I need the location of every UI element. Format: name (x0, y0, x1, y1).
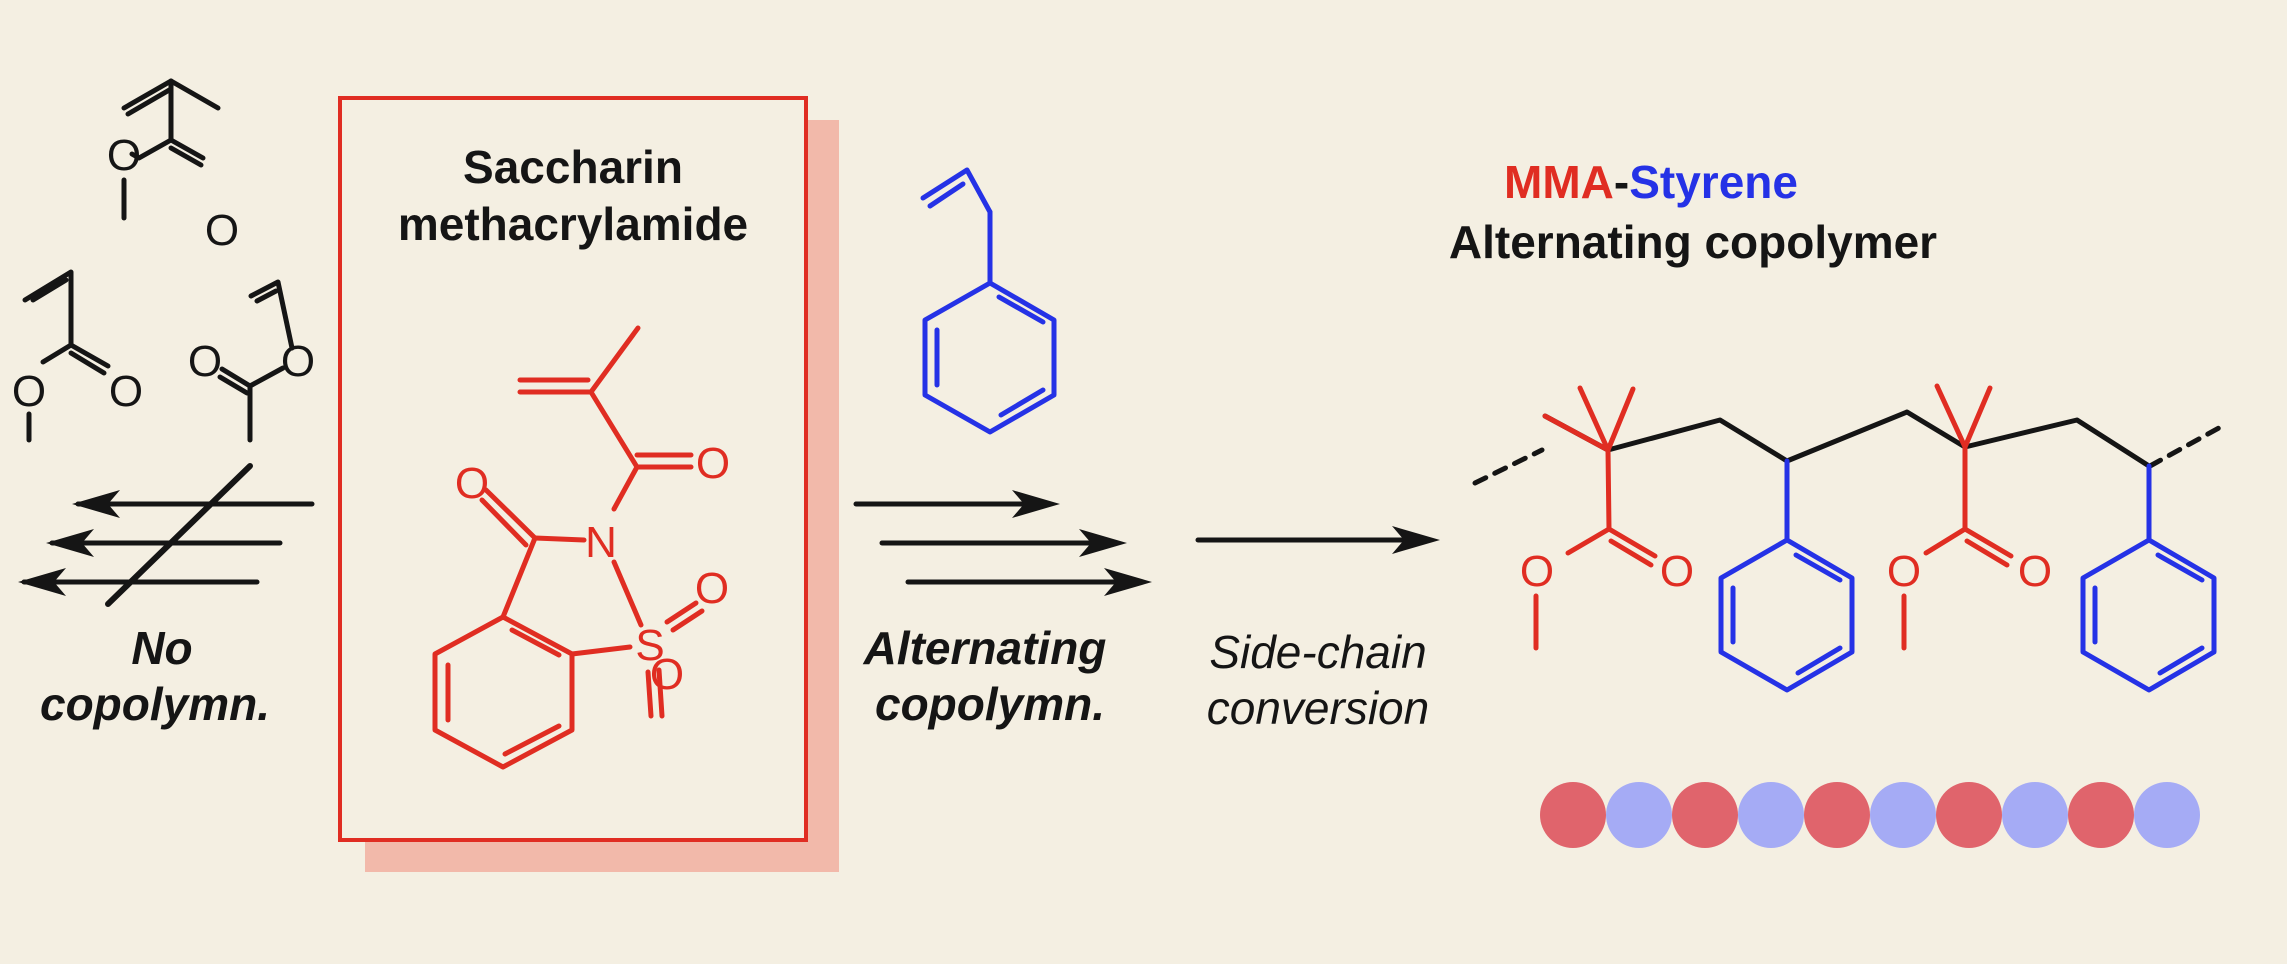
nitrogen-atom: N (585, 518, 617, 567)
mma-bead (2068, 782, 2134, 848)
alternating-copolymerization-label: Alternating (863, 622, 1107, 674)
mma-label: MMA (1504, 156, 1614, 208)
styrene-bead (2002, 782, 2068, 848)
blocked-reaction-arrows (18, 463, 315, 607)
oxygen-atom: O (695, 564, 729, 613)
oxygen-atom: O (1887, 547, 1921, 596)
box-title: methacrylamide (398, 198, 748, 250)
styrene-label: Styrene (1629, 156, 1798, 208)
arrowhead (1079, 529, 1127, 557)
oxygen-atom: O (12, 367, 46, 416)
product-title: Alternating copolymer (1449, 216, 1937, 268)
vinyl-acetate-structure: O O (188, 279, 315, 443)
no-copolymerization-label: No (131, 622, 192, 674)
title-dash: - (1614, 156, 1629, 208)
arrowhead (1012, 490, 1060, 518)
styrene-bead (1738, 782, 1804, 848)
oxygen-atom: O (281, 337, 315, 386)
oxygen-atom: O (188, 337, 222, 386)
alternating-copolymerization-arrows (853, 490, 1152, 596)
mma-bead (1540, 782, 1606, 848)
arrowhead (72, 490, 120, 518)
oxygen-atom: O (1660, 547, 1694, 596)
no-copolymerization-label: copolymn. (40, 678, 270, 730)
copolymer-structure: O O O O (1472, 383, 2229, 693)
arrowhead (46, 529, 94, 557)
box-title: Saccharin (463, 141, 683, 193)
arrowhead (1104, 568, 1152, 596)
mma-bead (1936, 782, 2002, 848)
product-title: MMA-Styrene (1504, 156, 1798, 208)
methyl-acrylate-structure: O O (12, 269, 143, 443)
side-chain-conversion-label: conversion (1207, 682, 1429, 734)
methyl-methacrylate-structure: O O (107, 78, 239, 255)
oxygen-atom: O (455, 459, 489, 508)
side-chain-conversion-arrow (1195, 526, 1440, 554)
styrene-bead (2134, 782, 2200, 848)
styrene-structure (920, 167, 1057, 435)
arrowhead (1392, 526, 1440, 554)
saccharin-methacrylamide-structure: O N O S O O (432, 325, 730, 770)
styrene-bead (1870, 782, 1936, 848)
arrowhead (18, 568, 66, 596)
oxygen-atom: O (205, 206, 239, 255)
oxygen-atom: O (107, 131, 141, 180)
mma-bead (1672, 782, 1738, 848)
alternating-copolymerization-label: copolymn. (875, 678, 1105, 730)
monomer-sequence-beads (1540, 782, 2200, 848)
oxygen-atom: O (2018, 547, 2052, 596)
styrene-bead (1606, 782, 1672, 848)
side-chain-conversion-label: Side-chain (1209, 626, 1426, 678)
oxygen-atom: O (1520, 547, 1554, 596)
oxygen-atom: O (650, 650, 684, 699)
sulfur-atom: S (635, 621, 664, 670)
oxygen-atom: O (696, 439, 730, 488)
oxygen-atom: O (109, 367, 143, 416)
mma-bead (1804, 782, 1870, 848)
